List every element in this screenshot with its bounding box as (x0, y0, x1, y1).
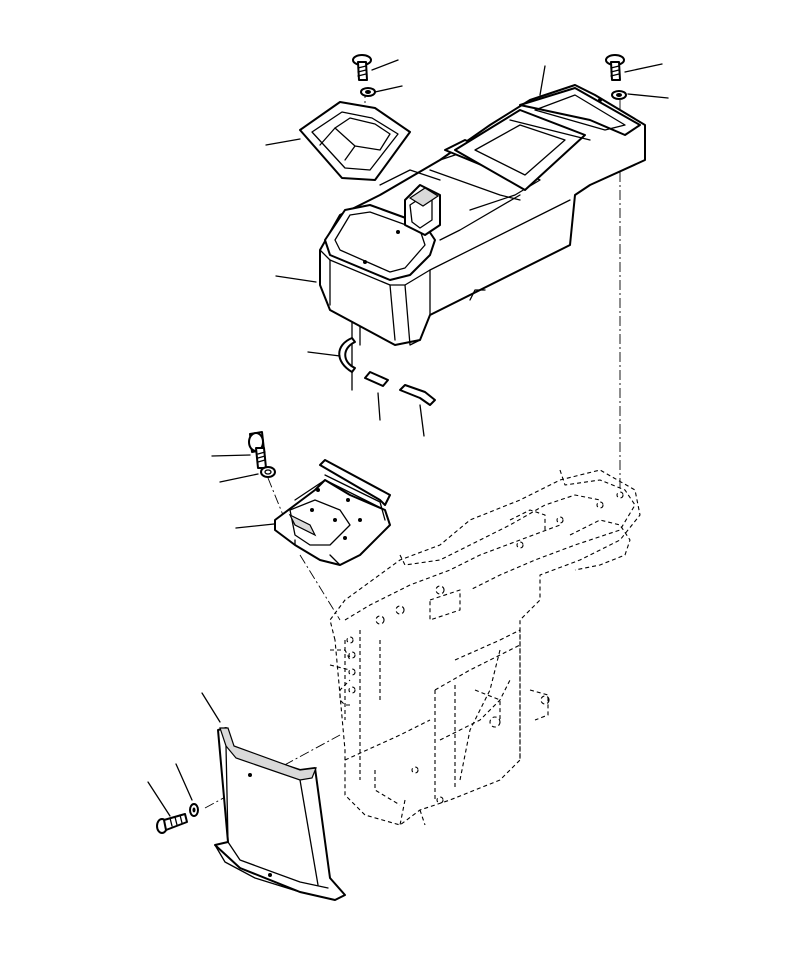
top-right-bolt (605, 54, 625, 81)
top-right-washer (611, 90, 627, 100)
leader-bracket-bolt (211, 454, 251, 457)
leader-top-left-bolt (371, 59, 399, 71)
leader-console-cover (275, 275, 317, 283)
leader-front-cover-washer (175, 763, 193, 801)
leader-clip-left (307, 351, 341, 357)
leader-clip-right (419, 404, 425, 437)
front-cover (214, 727, 346, 901)
clip-left (338, 337, 356, 373)
leader-top-right-washer (627, 93, 669, 99)
seat-frame (329, 469, 641, 826)
front-cover-bolt (156, 813, 188, 834)
leader-bracket (235, 523, 275, 529)
leader-top-right-bolt (624, 63, 663, 73)
leader-console-cover-top (539, 65, 546, 96)
leader-top-plate (265, 138, 301, 146)
leader-front-cover-bolt (147, 781, 171, 817)
bracket-bolt (248, 431, 267, 469)
top-left-washer (360, 87, 376, 97)
front-cover-washer (189, 803, 199, 817)
leader-clip-middle (377, 392, 381, 421)
callout-leaders (147, 59, 669, 817)
leader-front-cover (201, 692, 221, 723)
bracket (274, 459, 391, 566)
bracket-washer (260, 466, 276, 478)
clip-right (399, 384, 436, 406)
top-left-bolt (352, 54, 372, 81)
leader-bracket-washer (219, 473, 259, 483)
console-cover (319, 84, 646, 346)
console-top-plate (299, 101, 411, 181)
leader-top-left-washer (374, 85, 403, 93)
clip-middle (364, 371, 389, 387)
